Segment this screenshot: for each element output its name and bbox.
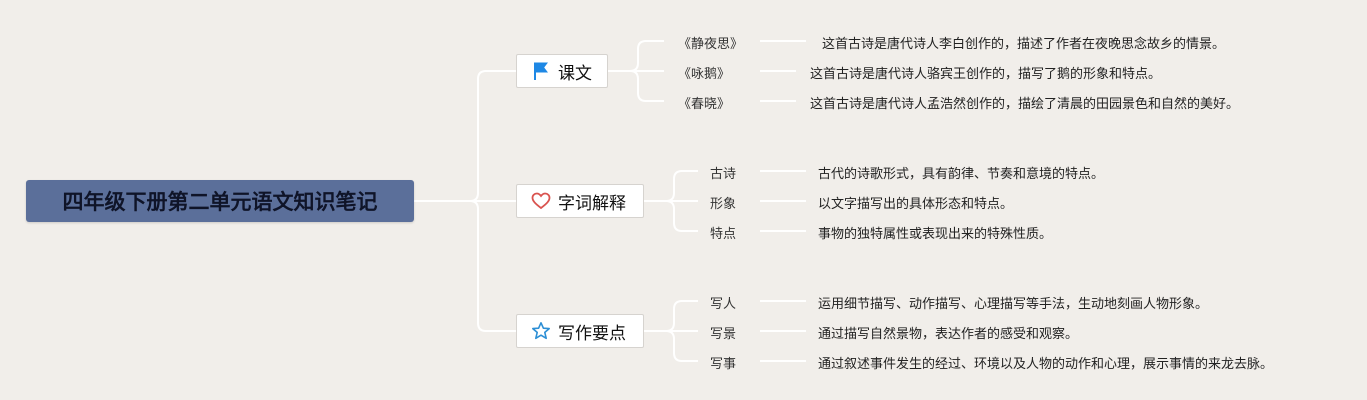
root-topic[interactable]: 四年级下册第二单元语文知识笔记: [26, 180, 414, 222]
item-term[interactable]: 特点: [710, 227, 737, 242]
connector-b1-i3: [608, 70, 664, 102]
item-term[interactable]: 形象: [710, 197, 737, 212]
connector-root-branch-1: [414, 70, 516, 202]
item-term[interactable]: 古诗: [710, 167, 737, 182]
connector-b1-i1: [608, 40, 664, 72]
item-term[interactable]: 写景: [710, 327, 737, 342]
item-description[interactable]: 这首古诗是唐代诗人李白创作的，描述了作者在夜晚思念故乡的情景。: [822, 37, 1226, 52]
item-description[interactable]: 通过描写自然景物，表达作者的感受和观察。: [818, 327, 1079, 342]
item-term[interactable]: 写人: [710, 297, 737, 312]
item-description[interactable]: 通过叙述事件发生的经过、环境以及人物的动作和心理，展示事情的来龙去脉。: [818, 357, 1274, 372]
item-description[interactable]: 以文字描写出的具体形态和特点。: [818, 197, 1014, 212]
item-term[interactable]: 《春晓》: [678, 97, 731, 112]
item-description[interactable]: 古代的诗歌形式，具有韵律、节奏和意境的特点。: [818, 167, 1105, 182]
branch-texts[interactable]: 课文: [516, 54, 608, 88]
branch-writing-points[interactable]: 写作要点: [516, 314, 644, 348]
item-description[interactable]: 运用细节描写、动作描写、心理描写等手法，生动地刻画人物形象。: [818, 297, 1209, 312]
branch-word-explanations[interactable]: 字词解释: [516, 184, 644, 218]
branch-label: 写作要点: [558, 323, 626, 344]
item-description[interactable]: 这首古诗是唐代诗人骆宾王创作的，描写了鹅的形象和特点。: [810, 67, 1162, 82]
item-description[interactable]: 事物的独特属性或表现出来的特殊性质。: [818, 227, 1053, 242]
item-term[interactable]: 《咏鹅》: [678, 67, 731, 82]
item-term[interactable]: 《静夜思》: [678, 37, 744, 52]
branch-label: 字词解释: [558, 193, 626, 214]
connector-b3-i1: [644, 300, 698, 332]
star-icon: [531, 321, 551, 341]
flag-icon: [531, 61, 551, 81]
item-description[interactable]: 这首古诗是唐代诗人孟浩然创作的，描绘了清晨的田园景色和自然的美好。: [810, 97, 1240, 112]
connector-b2-i1: [644, 170, 698, 202]
root-title: 四年级下册第二单元语文知识笔记: [62, 190, 378, 214]
branch-label: 课文: [558, 63, 592, 84]
connector-b2-i3: [644, 200, 698, 232]
heart-icon: [531, 191, 551, 211]
connector-b3-i3: [644, 330, 698, 362]
connector-root-branch-3: [414, 200, 516, 332]
item-term[interactable]: 写事: [710, 357, 737, 372]
